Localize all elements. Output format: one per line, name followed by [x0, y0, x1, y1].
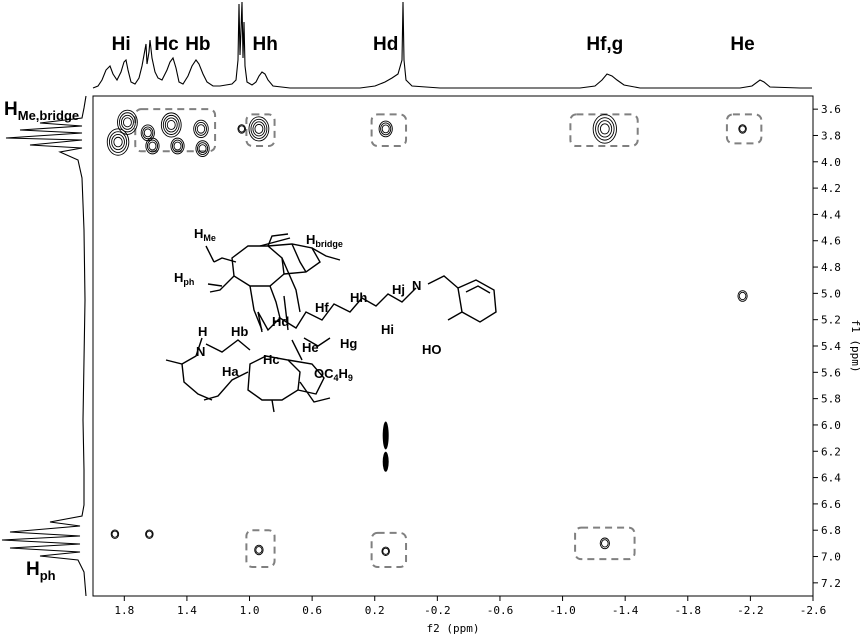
- y-axis-ticks: 3.6 3.8 4.0 4.2 4.4 4.6 4.8 5.0 5.2 5.4 5.6 5.8 6.0 6…: [813, 103, 841, 590]
- cross-peak: [160, 112, 182, 138]
- svg-text:Hbridge: Hbridge: [306, 232, 343, 249]
- y-axis-title: f1 (ppm): [849, 320, 862, 373]
- top-peak-label: Hb: [185, 34, 210, 55]
- highlight-box: [245, 113, 276, 147]
- svg-text:He: He: [302, 340, 319, 355]
- cross-peak: [110, 529, 120, 539]
- svg-text:N: N: [196, 344, 205, 359]
- x-tick-label: 1.4: [177, 604, 197, 617]
- svg-text:H: H: [198, 324, 207, 339]
- x-tick-label: 1.8: [114, 604, 134, 617]
- y-tick-label: 4.2: [821, 182, 841, 195]
- highlight-box: [370, 531, 408, 569]
- x-axis-title: f2 (ppm): [427, 622, 480, 635]
- x-tick-label: -2.6: [800, 604, 827, 617]
- top-peak-label: Hh: [253, 34, 278, 55]
- x-tick-label: 0.2: [365, 604, 385, 617]
- svg-text:Hf: Hf: [315, 300, 329, 315]
- cross-peak: [737, 290, 748, 302]
- y-tick-label: 3.6: [821, 103, 841, 116]
- top-peak-label: Hf,g: [586, 34, 623, 55]
- y-tick-label: 4.4: [821, 208, 841, 221]
- left-label-hme-bridge: HMe,bridge: [4, 99, 79, 123]
- x-tick-label: -2.2: [737, 604, 764, 617]
- structure-labels: HMe Hbridge Hph Hb Hd Hf Hh Hj Hi Hg He …: [174, 226, 442, 383]
- cross-peak: [592, 114, 617, 144]
- svg-text:HO: HO: [422, 342, 442, 357]
- cross-peak: [170, 137, 185, 155]
- cross-peak: [738, 124, 747, 134]
- y-tick-label: 5.4: [821, 340, 841, 353]
- y-tick-label: 7.2: [821, 577, 841, 590]
- cross-peaks: [106, 109, 748, 556]
- y-tick-label: 5.6: [821, 366, 841, 379]
- y-tick-label: 4.8: [821, 261, 841, 274]
- y-tick-label: 5.8: [821, 393, 841, 406]
- molecular-structure-drawing: [165, 233, 497, 413]
- top-peak-label: He: [730, 34, 754, 55]
- svg-text:OC4H9: OC4H9: [314, 366, 353, 383]
- svg-text:HMe: HMe: [194, 226, 216, 243]
- y-tick-label: 6.6: [821, 498, 841, 511]
- svg-text:Hg: Hg: [340, 336, 357, 351]
- y-tick-label: 4.6: [821, 235, 841, 248]
- cross-peak: [117, 109, 138, 135]
- y-tick-label: 6.0: [821, 419, 841, 432]
- top-peak-label: Hc: [154, 34, 179, 55]
- highlight-boxes: [134, 108, 763, 569]
- x-tick-label: -0.2: [424, 604, 451, 617]
- svg-text:N: N: [412, 278, 421, 293]
- svg-text:Hj: Hj: [392, 282, 405, 297]
- x-tick-label: -0.6: [487, 604, 514, 617]
- highlight-box: [574, 526, 636, 561]
- top-projection-spectrum: [92, 1, 812, 89]
- y-tick-label: 5.2: [821, 314, 841, 327]
- svg-text:Hb: Hb: [231, 324, 248, 339]
- highlight-box: [569, 113, 639, 147]
- top-peak-label: Hd: [373, 34, 398, 55]
- x-tick-label: -1.0: [549, 604, 576, 617]
- y-tick-label: 7.0: [821, 551, 841, 564]
- left-projection-spectrum: [1, 95, 87, 597]
- y-tick-label: 4.0: [821, 156, 841, 169]
- cross-peak: [248, 116, 270, 142]
- cross-peak: [254, 544, 264, 556]
- x-tick-label: 0.6: [302, 604, 322, 617]
- cross-peak: [237, 124, 246, 134]
- cross-peak: [106, 128, 130, 156]
- cross-peak: [599, 537, 610, 550]
- cross-peak: [145, 529, 154, 539]
- highlight-box: [370, 113, 408, 147]
- left-label-hph: Hph: [26, 559, 56, 583]
- svg-text:Hph: Hph: [174, 270, 194, 287]
- cross-peak: [378, 120, 393, 138]
- svg-text:Hc: Hc: [263, 352, 280, 367]
- cross-peak-streak: [382, 421, 389, 472]
- y-tick-label: 3.8: [821, 129, 841, 142]
- y-tick-label: 6.4: [821, 472, 841, 485]
- x-tick-label: 1.0: [240, 604, 260, 617]
- svg-text:Hh: Hh: [350, 290, 367, 305]
- cross-peak: [195, 140, 210, 157]
- cross-peak: [193, 119, 209, 139]
- svg-text:Hi: Hi: [381, 322, 394, 337]
- top-projection-labels: Hi Hc Hb Hh Hd Hf,g He: [112, 34, 755, 55]
- x-axis-ticks: 1.8 1.4 1.0 0.6 0.2 -0.2 -0.6 -1.0 -1.4 -1.8 -2.2 -…: [114, 596, 826, 617]
- svg-text:Ha: Ha: [222, 364, 239, 379]
- svg-text:Hd: Hd: [272, 314, 289, 329]
- highlight-box: [725, 113, 763, 145]
- y-tick-label: 6.2: [821, 445, 841, 458]
- highlight-box: [245, 529, 276, 569]
- y-tick-label: 6.8: [821, 524, 841, 537]
- x-tick-label: -1.4: [612, 604, 639, 617]
- cross-peak: [145, 137, 160, 155]
- x-tick-label: -1.8: [675, 604, 702, 617]
- y-tick-label: 5.0: [821, 287, 841, 300]
- cross-peak: [381, 546, 390, 556]
- top-peak-label: Hi: [112, 34, 131, 55]
